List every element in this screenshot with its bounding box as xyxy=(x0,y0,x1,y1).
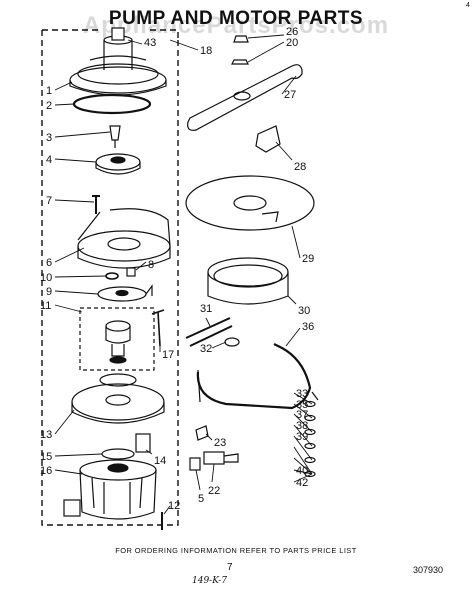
callout-9: 9 xyxy=(46,286,52,298)
part-pump-housing xyxy=(69,27,167,96)
callout-6: 6 xyxy=(46,257,52,269)
callout-14: 14 xyxy=(154,455,166,467)
part-spray-arm-hub xyxy=(233,91,251,101)
part-seal-plate xyxy=(97,284,153,302)
callout-35: 35 xyxy=(296,399,308,411)
ordering-note: FOR ORDERING INFORMATION REFER TO PARTS … xyxy=(115,546,357,555)
callout-37: 37 xyxy=(296,409,308,421)
callout-11: 11 xyxy=(40,300,51,312)
part-float xyxy=(224,337,240,347)
part-spray-arm xyxy=(187,64,303,131)
callout-40: 40 xyxy=(296,465,308,477)
callout-33: 33 xyxy=(296,388,308,400)
part-gasket-ring xyxy=(72,93,152,115)
part-spacer xyxy=(101,448,135,460)
callout-20: 20 xyxy=(286,37,298,49)
assembly-enclosure xyxy=(41,29,179,526)
callout-23: 23 xyxy=(214,437,226,449)
callout-32: 32 xyxy=(200,343,212,355)
callout-36: 36 xyxy=(302,321,314,333)
part-impeller xyxy=(95,153,141,175)
leader-lines xyxy=(54,34,313,515)
callout-43: 43 xyxy=(144,37,156,49)
callout-13: 13 xyxy=(40,429,52,441)
callout-12: 12 xyxy=(168,500,180,512)
handwritten-note: 149-K-7 xyxy=(192,576,228,586)
callout-3: 3 xyxy=(46,132,52,144)
part-hub-nut xyxy=(233,35,249,43)
callout-4: 4 xyxy=(46,154,52,166)
callout-27: 27 xyxy=(284,89,296,101)
part-strainer-ring xyxy=(207,257,289,305)
callout-18: 18 xyxy=(200,45,212,57)
part-heating-element xyxy=(196,343,312,410)
callout-42: 42 xyxy=(296,477,308,489)
callout-22: 22 xyxy=(208,485,220,497)
part-deflector xyxy=(255,125,281,153)
watermark: AppliancePartsPros.com xyxy=(82,12,390,39)
callout-30: 30 xyxy=(298,305,310,317)
part-element-terminals xyxy=(197,369,319,403)
callout-2: 2 xyxy=(46,100,52,112)
part-motor-mount xyxy=(71,373,165,424)
callout-16: 16 xyxy=(40,465,52,477)
part-clip xyxy=(126,267,136,277)
callout-38: 38 xyxy=(296,420,308,432)
part-screw xyxy=(92,195,100,214)
callout-1: 1 xyxy=(46,85,52,97)
callout-5: 5 xyxy=(198,493,204,505)
part-motor xyxy=(63,459,157,520)
part-small-nozzle xyxy=(109,125,121,148)
part-small-bracket xyxy=(195,425,209,441)
part-chopper-box xyxy=(79,307,155,371)
callout-29: 29 xyxy=(302,253,314,265)
callout-10: 10 xyxy=(40,272,52,284)
callout-labels: 1 2 3 4 5 6 7 8 9 10 11 12 13 14 15 16 1… xyxy=(40,26,314,512)
part-washer xyxy=(105,272,119,280)
part-chopper xyxy=(105,320,131,364)
page-title: PUMP AND MOTOR PARTS xyxy=(108,8,364,29)
callout-31: 31 xyxy=(200,303,212,315)
callout-17: 17 xyxy=(162,349,174,361)
part-hub-washer xyxy=(231,59,249,65)
callout-15: 15 xyxy=(40,451,52,463)
callout-28: 28 xyxy=(294,161,306,173)
page-number: 7 xyxy=(227,562,233,573)
callout-8: 8 xyxy=(148,259,154,271)
corner-mark: 4 xyxy=(466,2,470,9)
part-code: 307930 xyxy=(413,565,444,575)
callout-26: 26 xyxy=(286,26,298,38)
callout-39: 39 xyxy=(296,431,308,443)
part-terminal-block xyxy=(135,433,151,453)
part-bracket-rod xyxy=(151,309,165,347)
part-tube xyxy=(185,317,233,347)
part-filter-disc xyxy=(185,175,315,231)
part-pump-base xyxy=(77,208,171,269)
callout-7: 7 xyxy=(46,195,52,207)
